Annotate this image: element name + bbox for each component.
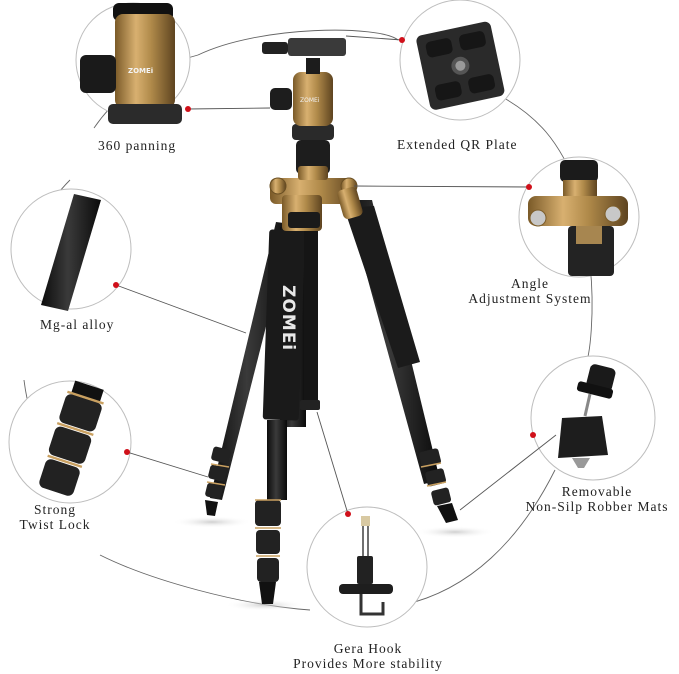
callout-dot-panning	[185, 106, 191, 112]
leg-hub	[269, 177, 363, 231]
callout-dot-angle	[526, 184, 532, 190]
detail-hook	[339, 516, 393, 616]
label-extended-qr-plate: Extended QR Plate	[397, 137, 518, 152]
callout-dot-twist-lock	[124, 449, 130, 455]
detail-rubber-foot	[558, 364, 616, 468]
tripod-legs	[205, 200, 458, 604]
detail-alloy-tube	[41, 194, 101, 311]
callout-dot-hook	[345, 511, 351, 517]
label-angle-adjustment: Angle Adjustment System	[468, 276, 592, 306]
detail-qr-plate	[416, 21, 505, 110]
svg-text:ZOMEi: ZOMEi	[300, 97, 320, 104]
callout-dot-alloy	[113, 282, 119, 288]
ball-head: ZOMEi	[262, 38, 346, 140]
detail-ball-head: ZOMEi	[80, 3, 182, 124]
brand-logo: ZOMEi	[278, 285, 298, 351]
label-twist-lock: Strong Twist Lock	[19, 502, 91, 532]
detail-angle	[528, 160, 628, 276]
callout-dot-qr-plate	[399, 37, 405, 43]
callout-dot-mats	[530, 432, 536, 438]
svg-text:ZOMEi: ZOMEi	[128, 67, 153, 75]
label-gera-hook: Gera Hook Provides More stability	[293, 641, 443, 671]
label-360-panning: 360 panning	[98, 138, 177, 153]
label-rubber-mats: Removable Non-Silp Robber Mats	[525, 484, 669, 514]
detail-twist-lock	[39, 380, 104, 496]
label-mg-al-alloy: Mg-al alloy	[40, 317, 115, 332]
